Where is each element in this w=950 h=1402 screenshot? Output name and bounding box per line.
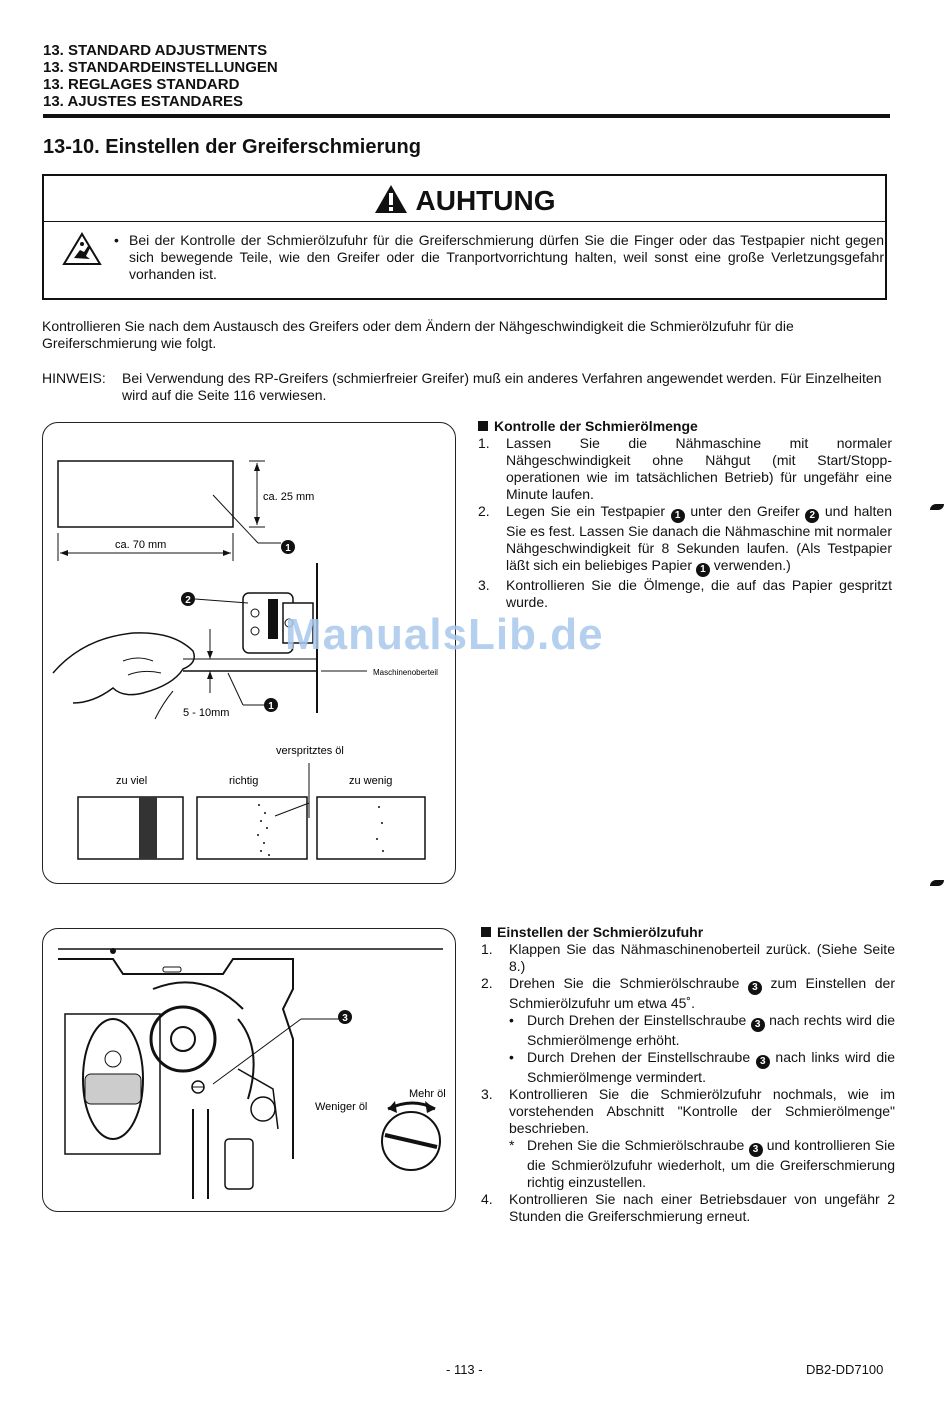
hinweis-text: Bei Verwendung des RP-Greifers (schmierf…	[122, 370, 882, 403]
svg-text:1: 1	[285, 543, 291, 554]
ref-circle-3d: 3	[748, 1143, 763, 1157]
intro-paragraph: Kontrollieren Sie nach dem Austausch des…	[42, 318, 794, 351]
oil-check-step-3: 3. Kontrollieren Sie die Ölmenge, die au…	[478, 577, 892, 610]
warning-title: AUHTUNG	[44, 184, 885, 217]
sample-too-much	[77, 796, 184, 860]
svg-text:3: 3	[342, 1013, 348, 1024]
figure-oil-adjust: 3 Weniger öl Mehr öl	[42, 928, 456, 1212]
section-title: 13-10. Einstellen der Greiferschmierung	[43, 136, 421, 158]
oil-check-step-2: 2. Legen Sie ein Testpapier 1 unter den …	[478, 503, 893, 577]
document-code: DB2-DD7100	[806, 1362, 884, 1377]
sample-correct	[196, 796, 308, 860]
ref-circle-2: 2	[805, 509, 820, 523]
warning-box: AUHTUNG • Bei der Kontrolle der Schmierö…	[42, 174, 887, 300]
warning-bullet: •	[114, 232, 119, 248]
dim-gap-label: 5 - 10mm	[183, 707, 229, 719]
sample-label-too-little: zu wenig	[349, 775, 392, 787]
warning-text-block: • Bei der Kontrolle der Schmierölzufuhr …	[114, 232, 884, 283]
adjust-screw-dial	[381, 1111, 441, 1171]
header-rule	[43, 114, 890, 118]
oil-check-illustration: ca. 25 mm ca. 70 mm 1 2 5 - 10mm	[52, 460, 438, 860]
margin-mark-bottom	[930, 880, 944, 886]
header-line-de: 13. STANDARDEINSTELLUNGEN	[43, 59, 278, 76]
warning-text: Bei der Kontrolle der Schmierölzufuhr fü…	[129, 232, 884, 282]
warning-divider	[44, 221, 885, 222]
ref-circle-3: 3	[747, 981, 762, 995]
dim-height-label: ca. 25 mm	[263, 491, 314, 503]
oil-check-step-1: 1. Lassen Sie die Nähmaschine mit normal…	[478, 435, 892, 502]
section-oil-adjust-heading: Einstellen der Schmierölzufuhr	[481, 924, 895, 941]
header-line-en: 13. STANDARD ADJUSTMENTS	[43, 42, 268, 59]
callout-1-top	[281, 540, 295, 554]
page-number: - 113 -	[446, 1362, 483, 1377]
sample-label-correct: richtig	[229, 775, 258, 787]
hand-injury-icon	[62, 232, 102, 271]
oil-adjust-step-1: 1. Klappen Sie das Nähmaschinenoberteil …	[481, 941, 895, 974]
ref-circle-1b: 1	[695, 563, 710, 577]
warning-triangle-icon	[374, 185, 407, 213]
ref-circle-1: 1	[670, 509, 685, 523]
margin-mark-top	[930, 504, 944, 510]
oil-adjust-step-4: 4. Kontrollieren Sie nach einer Betriebs…	[481, 1191, 895, 1224]
callout-3	[338, 1010, 352, 1024]
section-oil-check-heading: Kontrolle der Schmierölmenge	[478, 418, 892, 435]
header-line-fr: 13. REGLAGES STANDARD	[43, 76, 240, 93]
more-oil-label: Mehr öl	[409, 1088, 446, 1100]
oil-adjust-bullet-left: • Durch Drehen der Einstellschraube 3 na…	[509, 1049, 896, 1085]
machine-top-label: Maschinenoberteil	[373, 668, 438, 677]
callout-2	[181, 592, 195, 606]
header-line-es: 13. AJUSTES ESTANDARES	[43, 93, 244, 110]
watermark: ManualsLib.de	[285, 610, 604, 659]
section-oil-check: Kontrolle der Schmierölmenge 1. Lassen S…	[478, 418, 892, 611]
ref-circle-3b: 3	[750, 1018, 765, 1032]
sprayed-oil-label: verspritztes öl	[276, 745, 344, 757]
oil-adjust-illustration: 3 Weniger öl Mehr öl	[58, 948, 446, 1199]
oil-adjust-bullet-right: • Durch Drehen der Einstellschraube 3 na…	[509, 1012, 896, 1048]
dim-width-label: ca. 70 mm	[115, 539, 166, 551]
oil-adjust-star-note: * Drehen Sie die Schmierölschraube 3 und…	[509, 1137, 896, 1190]
warning-title-text: AUHTUNG	[415, 185, 556, 216]
chapter-header: 13. STANDARD ADJUSTMENTS 13. STANDARDEIN…	[43, 42, 278, 110]
sample-label-too-much: zu viel	[116, 775, 147, 787]
less-oil-label: Weniger öl	[315, 1101, 367, 1113]
svg-text:2: 2	[185, 595, 191, 606]
oil-adjust-step-2: 2. Drehen Sie die Schmierölschraube 3 zu…	[481, 975, 896, 1085]
oil-adjust-step-3: 3. Kontrollieren Sie die Schmierölzufuhr…	[481, 1086, 896, 1190]
sample-too-little	[316, 796, 426, 860]
hinweis-note: HINWEIS: Bei Verwendung des RP-Greifers …	[42, 370, 892, 404]
hinweis-label: HINWEIS:	[42, 370, 106, 386]
svg-text:1: 1	[268, 701, 274, 712]
callout-1-bottom	[264, 698, 278, 712]
figure-oil-check: ca. 25 mm ca. 70 mm 1 2 5 - 10mm	[42, 422, 456, 884]
ref-circle-3c: 3	[755, 1055, 770, 1069]
section-oil-adjust: Einstellen der Schmierölzufuhr 1. Klappe…	[481, 924, 895, 1225]
